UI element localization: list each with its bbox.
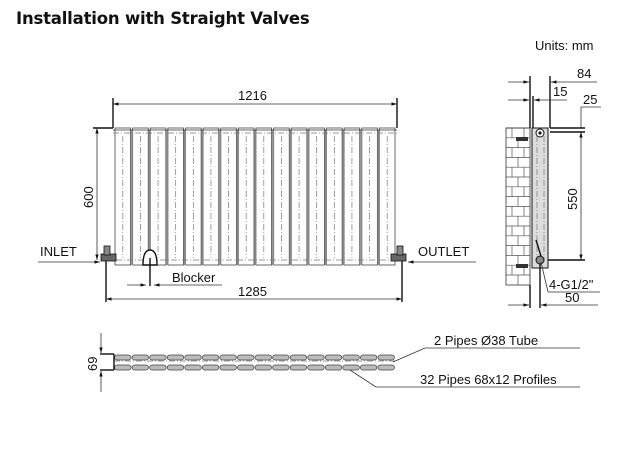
radiator-column: [272, 127, 290, 266]
profile-pipe: [254, 364, 272, 371]
radiator-column: [342, 127, 361, 266]
pipe-centers-label: 550: [565, 188, 580, 210]
radiator-column: [360, 127, 378, 266]
outlet-valve-icon: [390, 245, 407, 262]
front-view: 1216 600 INLET OUTLET Blocker 128: [38, 88, 476, 302]
height-label: 600: [81, 186, 96, 208]
profile-pipe: [360, 364, 378, 371]
radiator-column: [184, 127, 202, 266]
profile-pipe: [219, 364, 237, 371]
profile-pipe: [166, 354, 185, 361]
connections-label: 4-G1/2": [549, 277, 594, 292]
profile-pipe: [289, 364, 308, 371]
profile-pipe: [149, 354, 167, 361]
profile-pipe: [342, 354, 360, 361]
radiator-column: [377, 127, 396, 266]
profile-pipe: [184, 354, 202, 361]
width-label: 1216: [238, 88, 267, 103]
depth-label: 84: [577, 66, 591, 81]
inlet-label: INLET: [40, 244, 77, 259]
wall-bricks: [506, 127, 530, 285]
side-view: 84 15 25 550 4-G1/2" 50: [505, 66, 601, 308]
profile-pipe: [237, 354, 255, 361]
profile-pipe: [254, 354, 272, 361]
radiator-side: [531, 127, 549, 269]
bottom-offset-label: 50: [565, 290, 579, 305]
profile-pipe: [324, 364, 343, 371]
profile-pipe: [201, 364, 220, 371]
radiator-column: [131, 127, 149, 266]
profile-pipe: [114, 364, 132, 371]
radiator-column: [325, 127, 343, 266]
profiles-row: [114, 354, 395, 371]
inlet-valve-icon: [100, 245, 117, 262]
bottom-pipe-icon: [535, 255, 545, 265]
profile-pipe: [377, 364, 395, 371]
wall-gap-label: 15: [553, 84, 567, 99]
profile-pipe: [166, 364, 185, 371]
profile-pipe: [307, 354, 325, 361]
wall: [505, 127, 531, 286]
blocker-label: Blocker: [172, 270, 216, 285]
profile-pipe: [360, 354, 378, 361]
profile-pipe: [324, 354, 343, 361]
blocker-icon: [142, 249, 158, 286]
diagram-title: Installation with Straight Valves: [16, 9, 310, 28]
radiator-column: [166, 127, 184, 266]
profile-pipe: [184, 364, 202, 371]
profile-pipe: [289, 354, 308, 361]
radiator-column: [307, 127, 325, 266]
profile-pipe: [131, 354, 149, 361]
pipes-label: 2 Pipes Ø38 Tube: [434, 333, 538, 348]
radiator-column: [236, 127, 255, 266]
profile-pipe: [201, 354, 220, 361]
profile-pipe: [237, 364, 255, 371]
valve-span-label: 1285: [238, 284, 267, 299]
top-offset-label: 25: [583, 92, 597, 107]
profile-pipe: [307, 364, 325, 371]
profile-pipe: [272, 364, 290, 371]
profile-pipe: [272, 354, 290, 361]
profile-pipe: [149, 364, 167, 371]
units-label: Units: mm: [535, 38, 594, 53]
profile-pipe: [342, 364, 360, 371]
radiator-column: [254, 127, 273, 266]
profile-pipe: [131, 364, 149, 371]
radiator-column: [289, 127, 308, 266]
top-view: 69 2 Pipes Ø38 Tube 32 Pipes 68x12 Profi…: [85, 333, 580, 392]
profile-pipe: [114, 354, 132, 361]
profile-pipe: [219, 354, 237, 361]
top-bracket-icon: [516, 137, 528, 141]
radiator-columns: [114, 127, 396, 266]
profiles-label: 32 Pipes 68x12 Profiles: [420, 372, 557, 387]
bottom-bracket-icon: [516, 264, 528, 268]
radiator-column: [201, 127, 220, 266]
outlet-label: OUTLET: [418, 244, 469, 259]
radiator-column: [114, 127, 132, 266]
radiator-column: [219, 127, 237, 266]
radiator-column: [148, 127, 167, 266]
top-depth-label: 69: [85, 357, 100, 371]
profile-pipe: [377, 354, 395, 361]
